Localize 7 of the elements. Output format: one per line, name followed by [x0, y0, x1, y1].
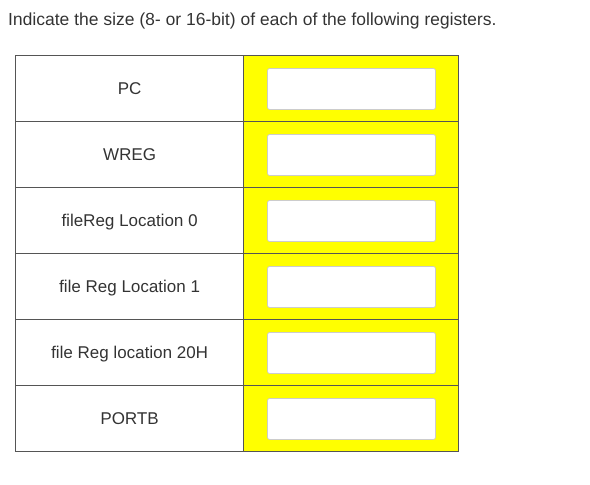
register-name-cell: WREG	[16, 122, 244, 188]
register-name-cell: PC	[16, 56, 244, 122]
register-name-cell: file Reg location 20H	[16, 320, 244, 386]
register-name-cell: fileReg Location 0	[16, 188, 244, 254]
question-text: Indicate the size (8- or 16-bit) of each of the following registers.	[8, 9, 496, 30]
register-name-cell: file Reg Location 1	[16, 254, 244, 320]
register-name-cell: PORTB	[16, 386, 244, 452]
